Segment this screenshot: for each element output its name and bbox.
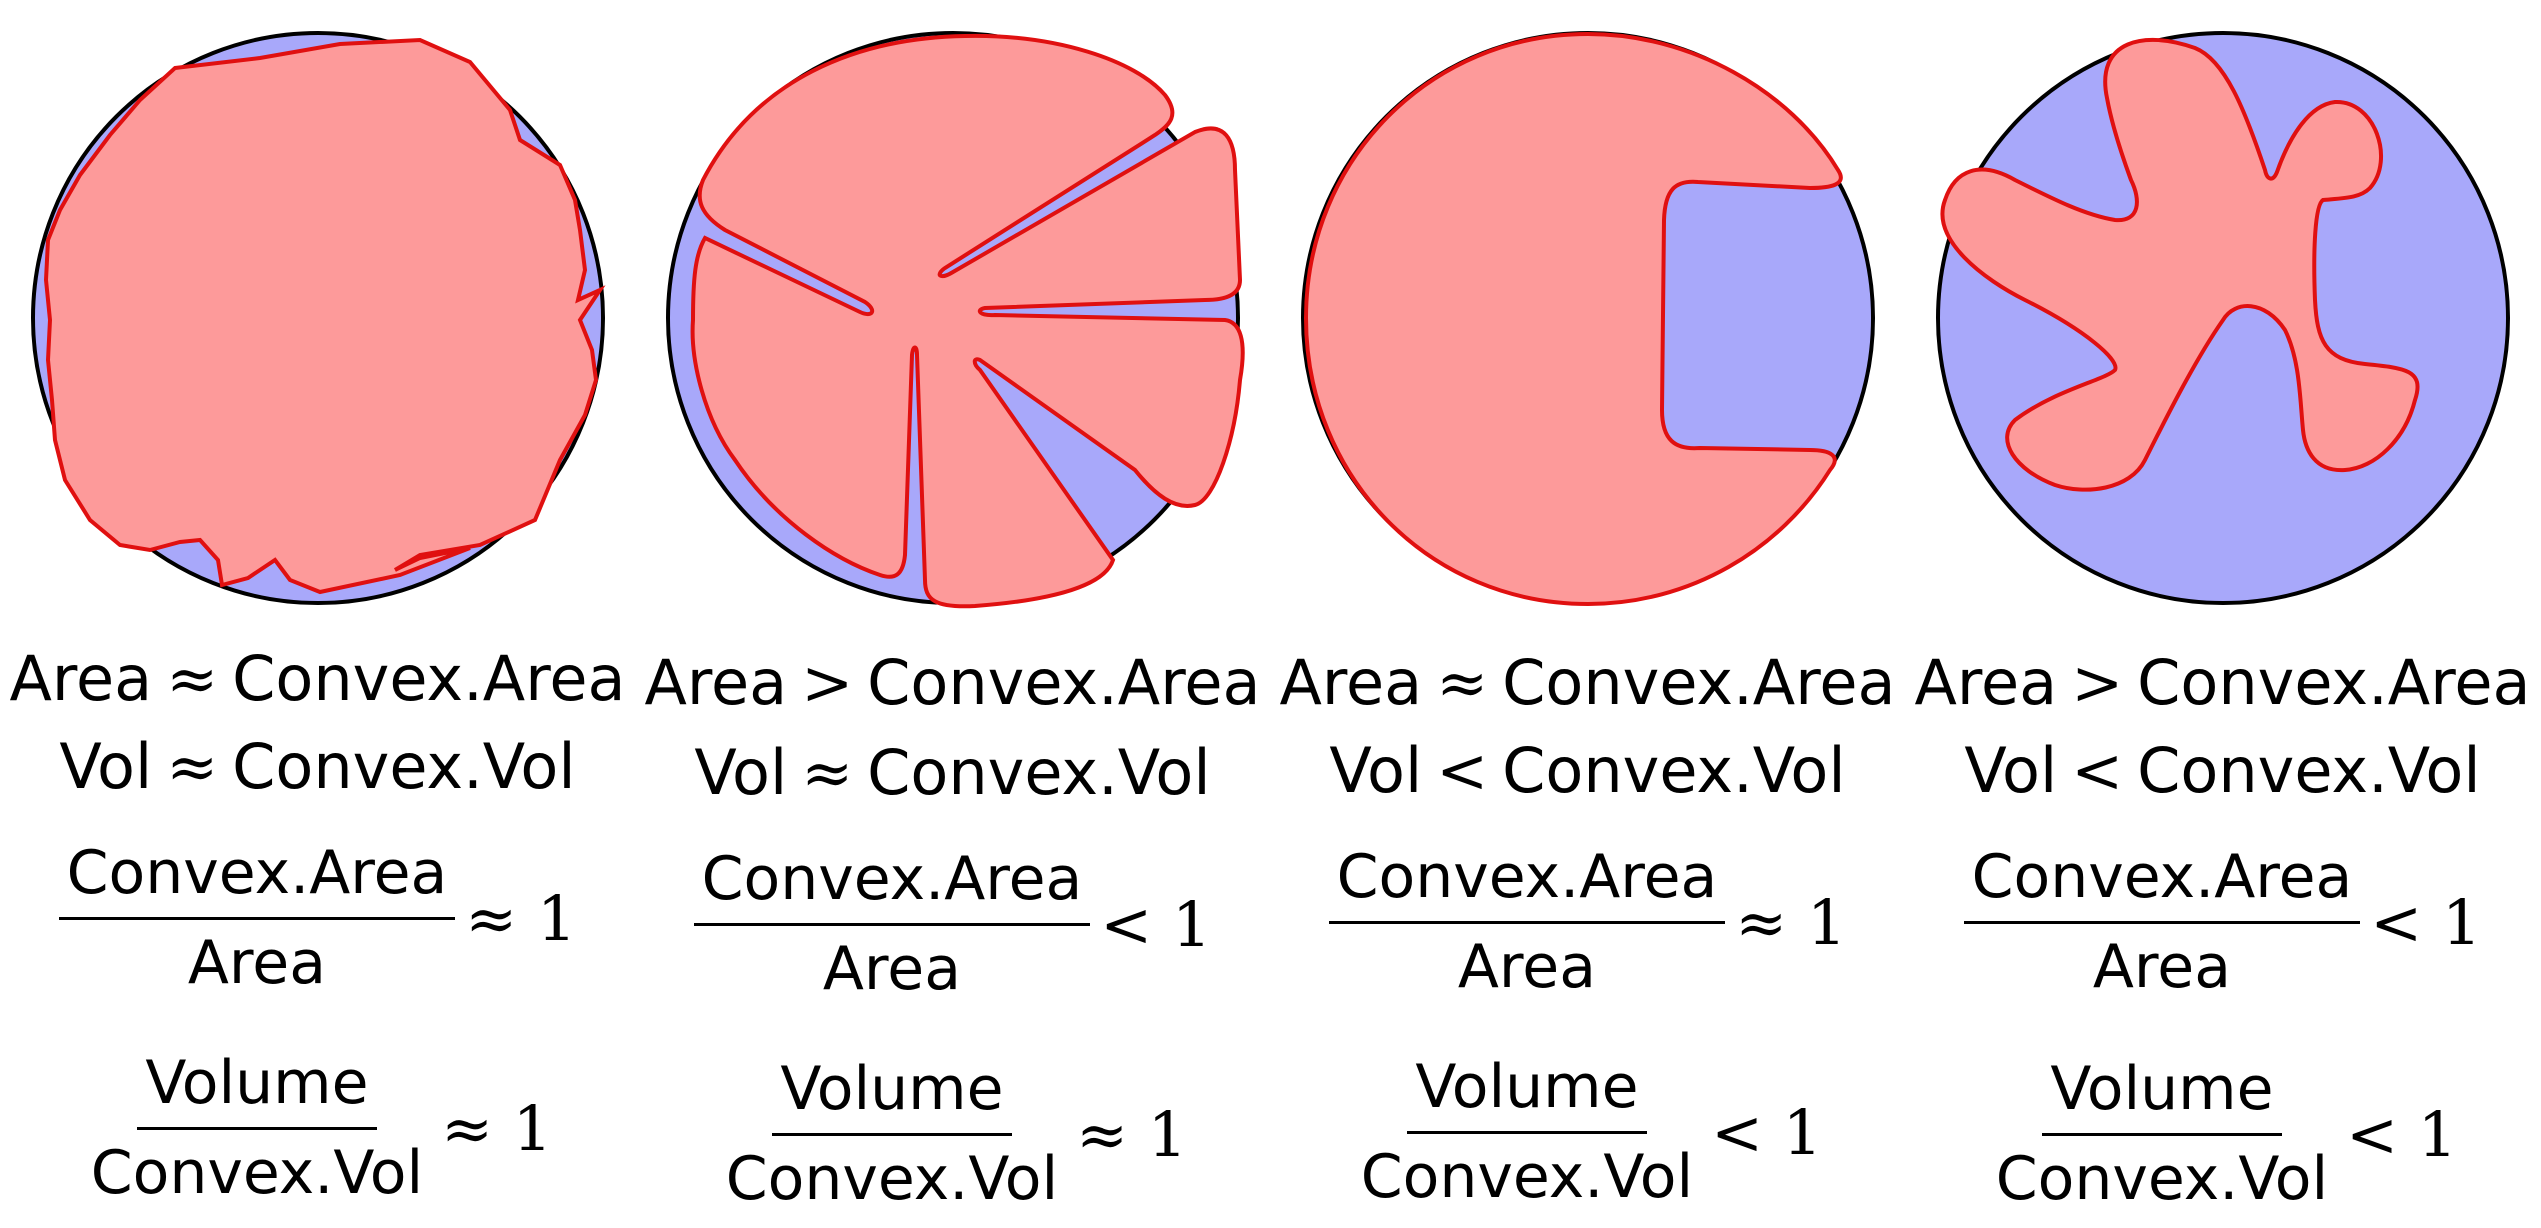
volume-relation: Vol≈Convex.Vol	[59, 730, 576, 803]
shape-diagram-4	[1936, 31, 2510, 605]
area-relation: Area>Convex.Area	[1914, 646, 2531, 719]
shape-diagram-1	[31, 31, 606, 605]
shape-region	[1303, 31, 1843, 607]
area-relation: Area>Convex.Area	[644, 646, 1261, 719]
shape-region	[1940, 37, 2420, 492]
panel-4: Area>Convex.Area Vol<Convex.Vol Convex.A…	[1905, 0, 2540, 1228]
shape-region	[43, 37, 606, 595]
panel-3: Area≈Convex.Area Vol<Convex.Vol Convex.A…	[1270, 0, 1905, 1228]
volume-relation: Vol≈Convex.Vol	[694, 736, 1211, 809]
shape-diagram-2	[666, 31, 1245, 609]
volume-relation: Vol<Convex.Vol	[1964, 734, 2481, 807]
shape-region	[690, 33, 1245, 609]
area-relation: Area≈Convex.Area	[1279, 646, 1896, 719]
shape-diagram-3	[1301, 31, 1875, 607]
volume-relation: Vol<Convex.Vol	[1329, 734, 1846, 807]
panel-1: Area≈Convex.Area Vol≈Convex.Vol Convex.A…	[0, 0, 635, 1228]
panel-2: Area>Convex.Area Vol≈Convex.Vol Convex.A…	[635, 0, 1270, 1228]
area-relation: Area≈Convex.Area	[9, 642, 626, 715]
